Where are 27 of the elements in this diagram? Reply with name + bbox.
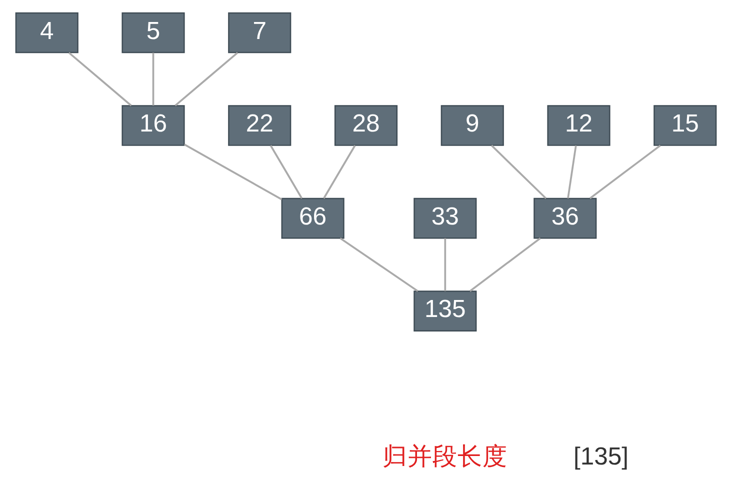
- connector: [490, 144, 546, 200]
- connector: [444, 238, 446, 292]
- connector: [174, 52, 238, 106]
- node-box: 36: [533, 198, 596, 239]
- connector: [566, 145, 576, 198]
- connector: [588, 144, 660, 200]
- connector: [183, 144, 282, 200]
- node-box: 28: [334, 105, 398, 146]
- label: [135]: [573, 443, 628, 470]
- connector: [322, 145, 356, 199]
- node-box: 9: [440, 105, 504, 146]
- connector: [468, 238, 540, 292]
- label: 归并段长度: [382, 441, 508, 470]
- connector: [152, 52, 154, 106]
- connector: [339, 237, 418, 292]
- node-box: 135: [413, 290, 476, 332]
- node-box: 12: [546, 105, 610, 146]
- node-box: 7: [228, 12, 291, 54]
- node-box: 5: [121, 12, 184, 54]
- node-box: 33: [413, 198, 476, 239]
- node-box: 22: [228, 105, 291, 146]
- node-box: 66: [280, 198, 344, 239]
- node-box: 15: [653, 105, 716, 146]
- node-box: 4: [14, 12, 78, 54]
- node-box: 16: [121, 105, 184, 146]
- connector: [68, 52, 132, 106]
- connector: [269, 145, 302, 199]
